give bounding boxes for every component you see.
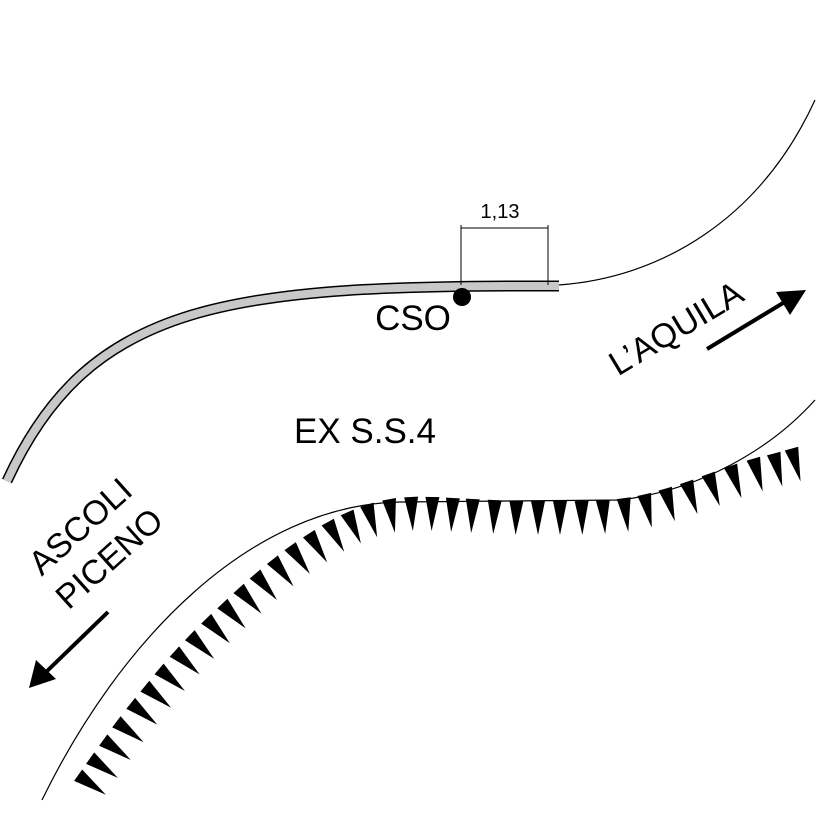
dimension-marker: 1,13 bbox=[460, 201, 549, 285]
road-edge-lower bbox=[41, 399, 816, 801]
hachure-mark bbox=[784, 446, 801, 482]
hachure-mark bbox=[701, 471, 720, 506]
road-edge-upper bbox=[557, 99, 816, 286]
hachure-mark bbox=[553, 501, 567, 535]
cso-label: CSO bbox=[375, 299, 451, 338]
hachure-mark bbox=[487, 499, 502, 534]
hachure-mark bbox=[217, 598, 246, 629]
road-name-label: EX S.S.4 bbox=[294, 412, 436, 451]
hachure-mark bbox=[595, 499, 610, 534]
hachure-mark bbox=[746, 456, 763, 492]
hachure-mark bbox=[531, 501, 545, 535]
hachure-mark bbox=[184, 630, 215, 659]
embankment-hachures bbox=[74, 446, 801, 795]
hachure-mark bbox=[340, 509, 361, 544]
cso-point-marker bbox=[453, 288, 471, 306]
hachure-mark bbox=[637, 492, 652, 528]
guardrail-outline bbox=[2, 280, 560, 484]
hachure-mark bbox=[126, 697, 158, 725]
hachure-mark bbox=[766, 451, 783, 487]
hachure-mark bbox=[169, 646, 200, 675]
hachure-mark bbox=[658, 486, 675, 522]
hachure-mark bbox=[233, 583, 262, 614]
guardrail bbox=[3, 281, 560, 483]
hachure-mark bbox=[723, 463, 742, 499]
hachure-mark bbox=[112, 716, 144, 743]
hachure-mark bbox=[284, 542, 310, 574]
hachure-mark bbox=[201, 613, 230, 644]
hachure-mark bbox=[302, 529, 328, 563]
hachure-mark bbox=[574, 500, 589, 535]
hachure-mark bbox=[465, 498, 480, 533]
arrow-southwest-icon bbox=[29, 610, 110, 688]
hachure-mark bbox=[249, 569, 277, 600]
hachure-mark bbox=[86, 752, 118, 778]
hachure-mark bbox=[425, 496, 440, 531]
hachure-mark bbox=[679, 479, 698, 515]
hachure-mark bbox=[154, 663, 185, 692]
hachure-mark bbox=[321, 518, 345, 552]
hachure-mark bbox=[445, 497, 460, 532]
hachure-mark bbox=[616, 497, 631, 532]
hachure-mark bbox=[360, 502, 378, 538]
hachure-mark bbox=[140, 680, 172, 708]
hachure-mark bbox=[266, 555, 294, 587]
dimension-label: 1,13 bbox=[481, 201, 520, 223]
hachure-mark bbox=[382, 498, 396, 533]
direction-label-laquila: L’AQUILA bbox=[603, 274, 751, 384]
hachure-mark bbox=[509, 500, 524, 535]
arrow-northeast-icon bbox=[705, 290, 806, 351]
hachure-mark bbox=[99, 734, 131, 760]
hachure-mark bbox=[74, 769, 106, 795]
hachure-mark bbox=[404, 496, 419, 531]
